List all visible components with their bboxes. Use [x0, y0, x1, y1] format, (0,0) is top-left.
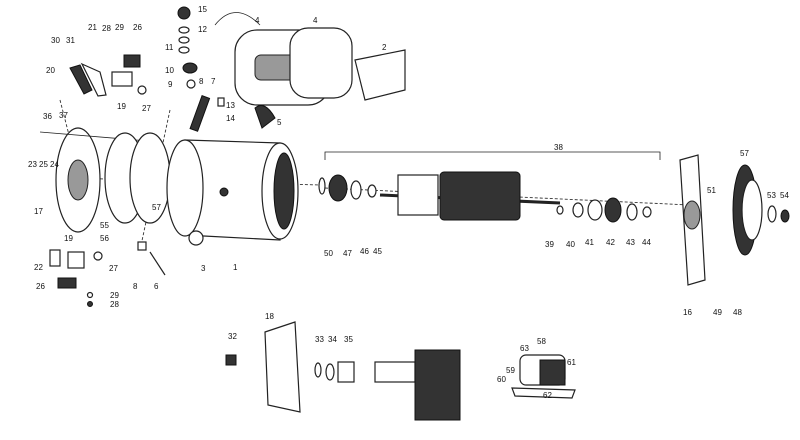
commutator-end-bracket [39, 127, 161, 233]
part-label: 32 [228, 332, 237, 341]
part-label: 39 [545, 240, 554, 249]
part-label: 29 [110, 291, 119, 300]
part-label: 29 [115, 23, 124, 32]
part-label: 12 [198, 25, 207, 34]
part-label: 7 [211, 77, 216, 86]
part-label: 48 [733, 308, 742, 317]
terminal-stack [177, 6, 225, 132]
insulator-strip [254, 105, 276, 129]
drive-end-bracket [679, 154, 706, 286]
part-label: 57 [740, 149, 749, 158]
part-label: 49 [713, 308, 722, 317]
part-label: 56 [100, 234, 109, 243]
part-label: 58 [537, 337, 546, 346]
part-label: 63 [520, 344, 529, 353]
part-label: 46 [360, 247, 369, 256]
part-label: 40 [566, 240, 575, 249]
part-label: 5 [277, 118, 282, 127]
part-label: 28 [102, 24, 111, 33]
pole-shoe [354, 49, 406, 101]
part-label: 27 [109, 264, 118, 273]
part-label: 50 [324, 249, 333, 258]
part-label: 45 [373, 247, 382, 256]
part-label: 26 [133, 23, 142, 32]
part-label: 28 [110, 300, 119, 309]
part-label: 41 [585, 238, 594, 247]
part-label: 3 [201, 264, 206, 273]
brush-holder-lower [49, 249, 103, 307]
part-label: 34 [328, 335, 337, 344]
part-label: 26 [36, 282, 45, 291]
part-label: 25 [39, 160, 48, 169]
part-label: 6 [154, 282, 159, 291]
part-label: 14 [226, 114, 235, 123]
part-label: 17 [34, 207, 43, 216]
part-label: 51 [707, 186, 716, 195]
voltage-regulator [511, 354, 576, 399]
part-label: 55 [100, 221, 109, 230]
part-label: 43 [626, 238, 635, 247]
brush-holder-upper [69, 54, 147, 97]
part-label: 38 [554, 143, 563, 152]
part-label: 19 [64, 234, 73, 243]
terminal-block [137, 241, 147, 251]
field-coil [214, 12, 353, 106]
part-label: 2 [382, 43, 387, 52]
part-label: 22 [34, 263, 43, 272]
part-label: 42 [606, 238, 615, 247]
armature [324, 151, 661, 221]
part-label: 16 [683, 308, 692, 317]
part-labels: 15 12 11 10 9 8 7 13 14 4 4 2 5 21 28 29… [28, 5, 789, 400]
terminal-screw [149, 251, 166, 276]
part-label: 27 [142, 104, 151, 113]
part-label: 37 [59, 111, 68, 120]
part-label: 18 [265, 312, 274, 321]
part-label: 23 [28, 160, 37, 169]
part-label: 9 [168, 80, 173, 89]
part-label: 19 [117, 102, 126, 111]
part-label: 62 [543, 391, 552, 400]
part-label: 30 [51, 36, 60, 45]
part-label: 33 [315, 335, 324, 344]
part-label: 1 [233, 263, 238, 272]
part-label: 47 [343, 249, 352, 258]
part-label: 21 [88, 23, 97, 32]
armature-bearings [318, 174, 652, 223]
part-label: 13 [226, 101, 235, 110]
part-label: 8 [199, 77, 204, 86]
yoke-housing [166, 139, 299, 241]
part-label: 54 [780, 191, 789, 200]
part-label: 31 [66, 36, 75, 45]
part-label: 44 [642, 238, 651, 247]
part-label: 11 [165, 43, 174, 52]
part-label: 60 [497, 375, 506, 384]
pole-screw [188, 230, 204, 246]
part-label: 15 [198, 5, 207, 14]
part-label: 4 [255, 16, 260, 25]
part-label: 61 [567, 358, 576, 367]
part-label: 8 [133, 282, 138, 291]
part-label: 24 [50, 160, 59, 169]
band-cover [104, 132, 171, 224]
part-label: 35 [344, 335, 353, 344]
part-label: 57 [152, 203, 161, 212]
fan-pulley [732, 164, 790, 256]
part-label: 53 [767, 191, 776, 200]
part-label: 4 [313, 16, 318, 25]
part-label: 10 [165, 66, 174, 75]
inset-commutator-end [225, 321, 461, 421]
part-label: 59 [506, 366, 515, 375]
part-label: 36 [43, 112, 52, 121]
part-label: 20 [46, 66, 55, 75]
